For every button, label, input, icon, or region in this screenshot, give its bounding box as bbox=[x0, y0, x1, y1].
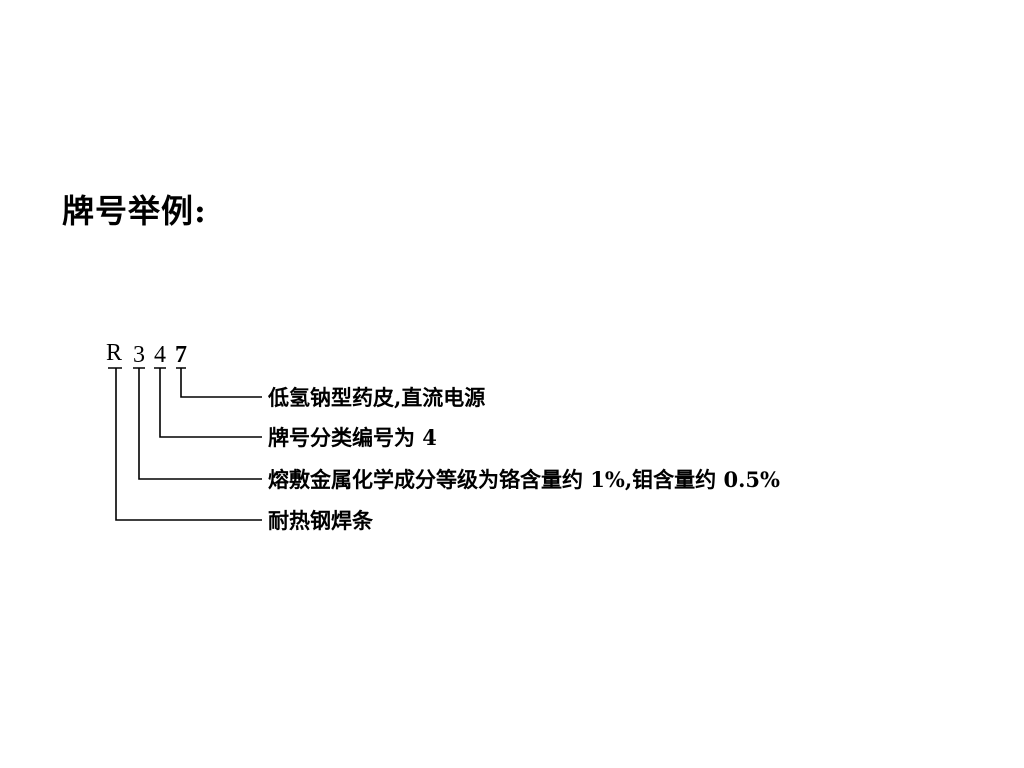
description-chemical-grade: 熔敷金属化学成分等级为铬含量约 1%,钼含量约 0.5% bbox=[268, 467, 780, 492]
code-digit-4: 4 bbox=[154, 342, 166, 368]
slide-title: 牌号举例: bbox=[62, 192, 207, 230]
connector-digit-3 bbox=[133, 367, 262, 480]
code-letter-r: R bbox=[106, 340, 123, 366]
description-electrode-type: 耐热钢焊条 bbox=[268, 508, 373, 533]
code-digit-7: 7 bbox=[175, 342, 187, 368]
description-class-number: 牌号分类编号为 4 bbox=[268, 425, 437, 450]
connector-digit-4 bbox=[154, 367, 262, 438]
connector-letter-r bbox=[108, 367, 262, 521]
code-digit-3: 3 bbox=[133, 342, 145, 368]
description-coating: 低氢钠型药皮,直流电源 bbox=[268, 385, 486, 410]
connector-digit-7 bbox=[176, 367, 262, 398]
